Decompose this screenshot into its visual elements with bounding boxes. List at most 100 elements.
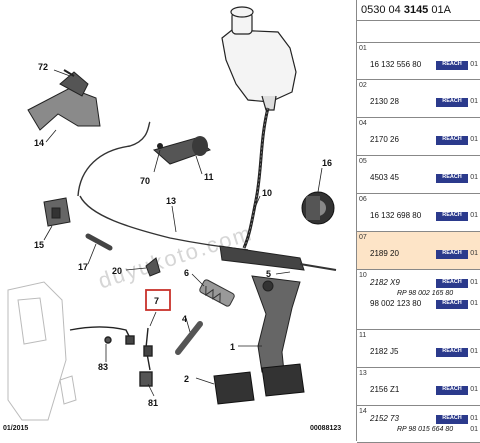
reference-suffix: 01A [431,4,451,16]
part-number[interactable]: 2189 20 [370,249,399,258]
callout-5: 5 [266,269,271,279]
part-quantity: 01 [470,426,478,433]
callout-6: 6 [184,268,189,278]
part-quantity: 01 [470,61,478,68]
reach-badge: REACH [436,136,468,145]
part-quantity: 01 [470,98,478,105]
callout-16: 16 [322,158,332,168]
clutch-pedal [251,275,301,373]
callout-70: 70 [140,176,150,186]
callout-72: 72 [38,62,48,72]
reach-badge: REACH [436,279,468,288]
part-quantity: 01 [470,136,478,143]
part-quantity: 01 [470,279,478,286]
part-position: 05 [359,158,367,165]
part-quantity: 01 [470,386,478,393]
callout-15: 15 [34,240,44,250]
slave-cylinder [152,136,211,165]
part-number[interactable]: 4503 45 [370,173,399,182]
part-position: 10 [359,272,367,279]
sensor-harness [69,326,153,387]
callout-14: 14 [34,138,44,148]
part-quantity: 01 [470,174,478,181]
part-position: 01 [359,45,367,52]
footer-date: 01/2015 [3,425,28,432]
part-quantity: 01 [470,348,478,355]
exploded-parts-diagram: duyukoto.com [3,6,341,432]
reference-header: 0530 04 3145 01A [357,0,480,21]
part-quantity: 01 [470,250,478,257]
reach-badge: REACH [436,174,468,183]
reference-prefix: 0530 04 [361,4,401,16]
callout-11: 11 [204,172,214,182]
part-number[interactable]: 2182 J5 [370,347,399,356]
reach-badge: REACH [436,61,468,70]
part-number[interactable]: 2130 28 [370,97,399,106]
part-number[interactable]: 2170 26 [370,135,399,144]
part-position: 06 [359,196,367,203]
pedal-bracket [27,69,101,131]
pedal-box-outline [7,281,77,421]
part-number[interactable]: 2156 Z1 [370,385,400,394]
part-quantity: 01 [470,300,478,307]
mounting-clip [43,197,71,227]
callout-2: 2 [184,374,189,384]
reach-badge: REACH [436,98,468,107]
retaining-clip [145,257,161,277]
master-cylinder [301,191,335,225]
reach-badge: REACH [436,386,468,395]
reach-badge: REACH [436,348,468,357]
callout-83: 83 [98,362,108,372]
part-number[interactable]: 16 132 556 80 [370,60,422,69]
part-number[interactable]: 98 002 123 80 [370,299,422,308]
part-position: 14 [359,408,367,415]
fluid-reservoir [221,6,297,111]
callout-1: 1 [230,342,235,352]
callout-17: 17 [78,262,88,272]
reference-bold: 3145 [403,4,429,16]
part-supersession: RP 98 002 165 80 [397,290,454,297]
leader-lines [43,69,323,397]
part-position: 04 [359,120,367,127]
callout-4: 4 [182,314,187,324]
highlight-box [145,289,171,311]
part-position: 02 [359,82,367,89]
reach-badge: REACH [436,250,468,259]
part-position: 07 [359,234,367,241]
callout-7: 7 [154,296,159,306]
part-supersession: RP 98 015 664 80 [397,426,454,433]
part-quantity: 01 [470,415,478,422]
part-quantity: 01 [470,212,478,219]
reach-badge: REACH [436,415,468,424]
callout-81: 81 [148,398,158,408]
pedal-switch [175,321,203,355]
footer-code: 00088123 [310,425,341,432]
part-number[interactable]: 2182 X9 [370,278,400,287]
part-number[interactable]: 16 132 698 80 [370,211,422,220]
pivot-pin [85,233,113,251]
reach-badge: REACH [436,300,468,309]
callout-13: 13 [166,196,176,206]
callout-20: 20 [112,266,122,276]
spring-assembly [199,279,235,307]
part-position: 11 [359,332,367,339]
pedal-pads [213,363,305,405]
callout-10: 10 [262,188,272,198]
part-number[interactable]: 2152 73 [370,414,399,423]
pushrod-cylinder [219,245,337,271]
header-gap [357,21,480,43]
reach-badge: REACH [436,212,468,221]
part-position: 13 [359,370,367,377]
